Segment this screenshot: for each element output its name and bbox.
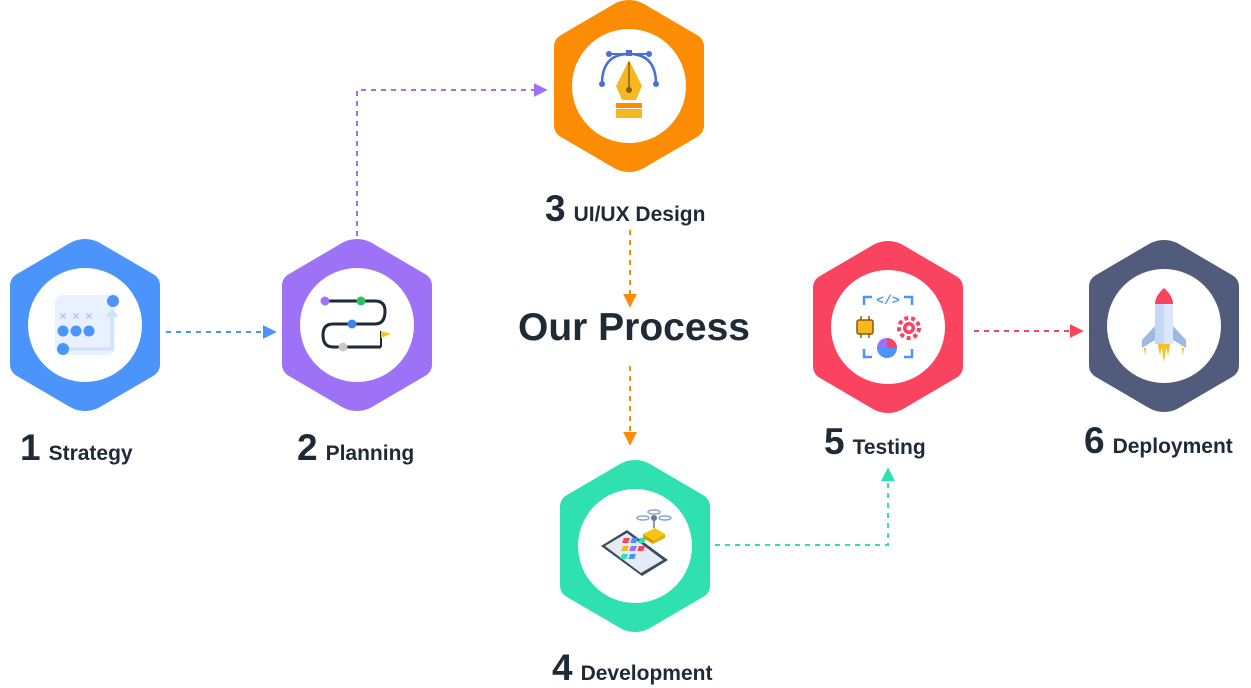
strategy-play-icon: × × × xyxy=(55,295,119,355)
step-deployment-label: 6 Deployment xyxy=(1084,422,1233,459)
step-number: 5 xyxy=(824,421,845,462)
step-name: Development xyxy=(580,662,713,685)
step-testing-label: 5 Testing xyxy=(824,423,926,460)
step-deployment-node xyxy=(1089,240,1239,412)
step-number: 1 xyxy=(20,427,41,468)
roadmap-path-icon xyxy=(320,296,391,352)
step-number: 2 xyxy=(297,427,318,468)
connector-development-testing xyxy=(715,467,895,546)
step-number: 4 xyxy=(552,647,573,688)
step-name: UI/UX Design xyxy=(573,203,706,226)
rocket-icon xyxy=(1142,288,1186,362)
step-development-node xyxy=(560,460,710,632)
step-planning-label: 2 Planning xyxy=(297,429,414,466)
step-design-label: 3 UI/UX Design xyxy=(545,190,705,227)
step-name: Planning xyxy=(325,442,415,465)
svg-text:</>: </> xyxy=(876,293,900,308)
step-strategy-label: 1 Strategy xyxy=(20,429,133,466)
code-testing-icon: </> xyxy=(856,293,921,359)
svg-text:×: × xyxy=(85,309,92,323)
step-number: 3 xyxy=(545,188,566,229)
mobile-app-icon xyxy=(601,509,672,576)
step-name: Strategy xyxy=(48,442,133,465)
step-testing-node: </> xyxy=(813,241,963,413)
step-name: Deployment xyxy=(1112,435,1233,458)
svg-text:×: × xyxy=(72,309,79,323)
step-design-node xyxy=(554,0,704,172)
step-development-label: 4 Development xyxy=(552,649,712,686)
step-planning-node xyxy=(282,239,432,411)
step-number: 6 xyxy=(1084,420,1105,461)
step-name: Testing xyxy=(852,436,926,459)
diagram-title: Our Process xyxy=(518,306,750,349)
svg-text:×: × xyxy=(59,309,66,323)
pen-tool-icon xyxy=(599,50,659,118)
step-strategy-node: × × × xyxy=(10,239,160,411)
connector-planning-design xyxy=(356,83,548,236)
